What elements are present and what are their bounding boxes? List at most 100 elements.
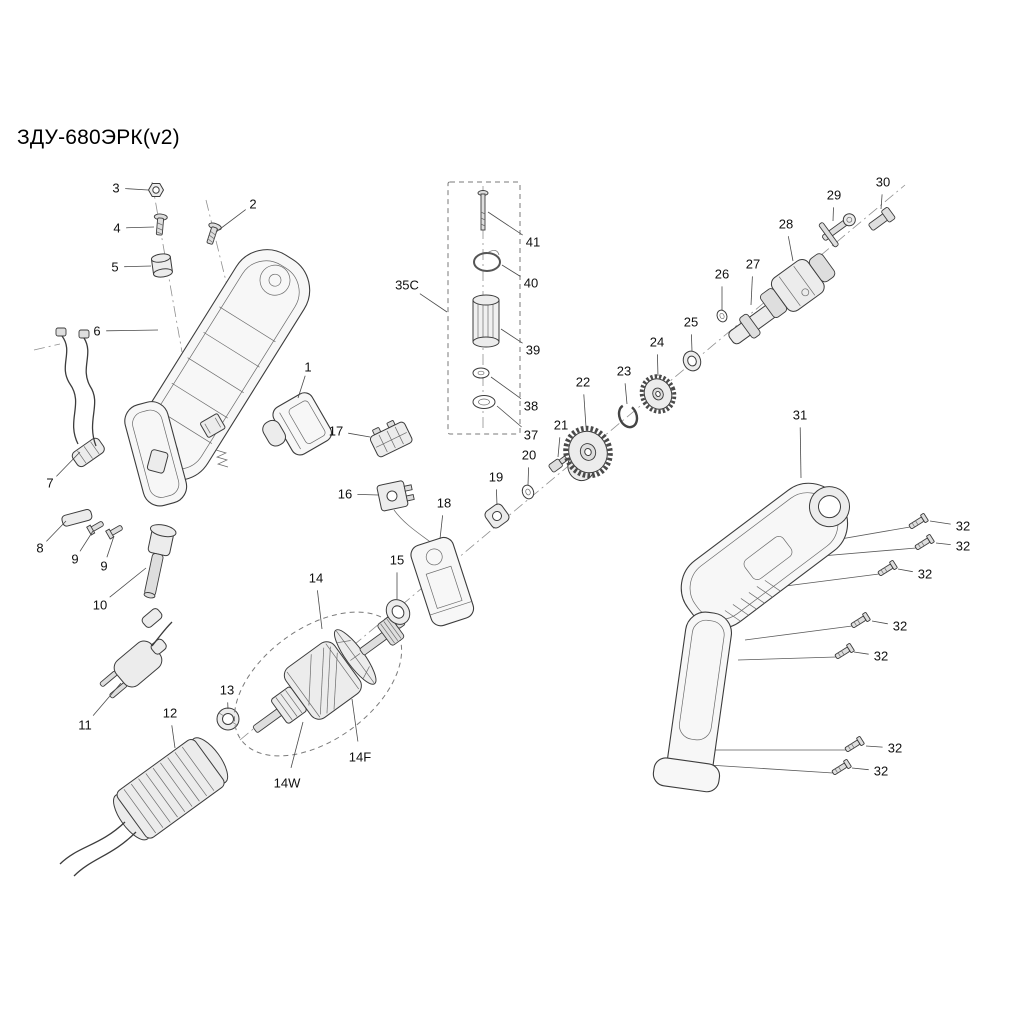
part-washer-38 — [472, 367, 490, 379]
part-clamp-screw-a — [86, 521, 104, 536]
part-label-24: 24 — [650, 335, 664, 350]
part-screw-2 — [206, 222, 222, 245]
part-cord-clamp — [61, 508, 93, 527]
part-chuck-key — [818, 213, 856, 248]
brush-subassembly-35c — [447, 181, 521, 435]
part-sleeve — [143, 524, 177, 599]
part-power-cord — [55, 327, 105, 468]
leader-line-4 — [126, 226, 155, 229]
part-label-17: 17 — [329, 424, 343, 439]
part-ring-37 — [472, 395, 496, 409]
part-label-32: 32 — [874, 764, 888, 779]
leader-line-38 — [490, 376, 522, 400]
part-label-39: 39 — [526, 343, 540, 358]
leader-line-19 — [496, 489, 498, 506]
leader-line-22 — [583, 394, 587, 428]
screw-assembly-lines — [692, 526, 917, 774]
leader-line-16 — [357, 494, 379, 496]
part-label-22: 22 — [576, 375, 590, 390]
leader-line-8 — [46, 520, 67, 542]
diagram-title: ЗДУ-680ЭРК(v2) — [17, 126, 180, 149]
part-label-30: 30 — [876, 175, 890, 190]
part-label-38: 38 — [524, 399, 538, 414]
part-label-14: 14 — [309, 571, 323, 586]
part-label-8: 8 — [36, 541, 43, 556]
part-label-12: 12 — [163, 706, 177, 721]
part-label-32: 32 — [874, 649, 888, 664]
leader-line-35C — [419, 293, 448, 313]
part-bearing-25 — [682, 350, 702, 372]
part-label-32: 32 — [956, 539, 970, 554]
part-clamp-screw-b — [105, 525, 123, 540]
leader-line-23 — [624, 383, 628, 405]
part-label-9: 9 — [100, 559, 107, 574]
leader-line-20 — [527, 467, 529, 486]
part-label-32: 32 — [888, 741, 902, 756]
part-clip-40 — [473, 250, 501, 272]
leader-line-32 — [871, 620, 888, 625]
part-label-1: 1 — [304, 360, 311, 375]
part-speed-control — [369, 420, 413, 458]
part-washer-20 — [521, 484, 535, 500]
leader-line-37 — [496, 405, 522, 428]
leader-line-32 — [897, 568, 913, 573]
leader-line-7 — [56, 451, 81, 477]
part-bearing-block-19 — [484, 503, 510, 529]
part-label-11: 11 — [78, 718, 92, 733]
leader-line-21 — [557, 437, 561, 458]
leader-line-28 — [787, 236, 794, 262]
part-label-2: 2 — [249, 197, 256, 212]
part-right-housing — [652, 482, 850, 793]
leader-line-29 — [832, 207, 834, 222]
part-label-25: 25 — [684, 315, 698, 330]
part-label-26: 26 — [715, 267, 729, 282]
part-brush-holder — [376, 480, 434, 545]
part-label-14F: 14F — [349, 750, 371, 765]
part-label-18: 18 — [437, 496, 451, 511]
part-label-29: 29 — [827, 188, 841, 203]
part-left-housing — [124, 249, 311, 507]
part-label-40: 40 — [524, 276, 538, 291]
leader-line-27 — [750, 276, 753, 306]
part-label-4: 4 — [113, 221, 120, 236]
switch-hardware — [146, 413, 229, 474]
leader-line-9 — [106, 535, 115, 558]
part-bearing-15 — [385, 599, 411, 625]
leader-line-32 — [853, 651, 869, 655]
leader-line-32 — [929, 520, 951, 525]
leader-line-40 — [501, 264, 521, 277]
leader-line-18 — [439, 515, 443, 540]
part-label-21: 21 — [554, 418, 568, 433]
part-label-32: 32 — [893, 619, 907, 634]
part-label-19: 19 — [489, 470, 503, 485]
part-label-28: 28 — [779, 217, 793, 232]
part-label-15: 15 — [390, 553, 404, 568]
leader-line-11 — [92, 682, 122, 716]
part-trigger-switch — [262, 392, 333, 456]
leader-line-1 — [297, 375, 306, 399]
leader-line-12 — [171, 725, 176, 749]
leader-line-10 — [109, 567, 147, 598]
part-label-9: 9 — [71, 552, 78, 567]
part-label-37: 37 — [524, 428, 538, 443]
leader-line-24 — [657, 354, 659, 377]
leader-line-14W — [290, 721, 304, 769]
leader-line-32 — [851, 767, 869, 771]
part-screw-4 — [153, 213, 168, 236]
leader-line-41 — [487, 211, 523, 236]
leader-line-2 — [215, 209, 246, 233]
part-label-32: 32 — [956, 519, 970, 534]
part-label-20: 20 — [522, 448, 536, 463]
leader-line-30 — [880, 194, 883, 210]
part-snap-ring — [617, 403, 639, 429]
part-bearing-bracket — [410, 536, 475, 627]
part-label-3: 3 — [112, 181, 119, 196]
leader-line-9 — [79, 530, 94, 552]
leader-line-32 — [935, 542, 951, 545]
part-housing-screws — [831, 513, 935, 776]
part-label-32: 32 — [918, 567, 932, 582]
part-label-27: 27 — [746, 257, 760, 272]
